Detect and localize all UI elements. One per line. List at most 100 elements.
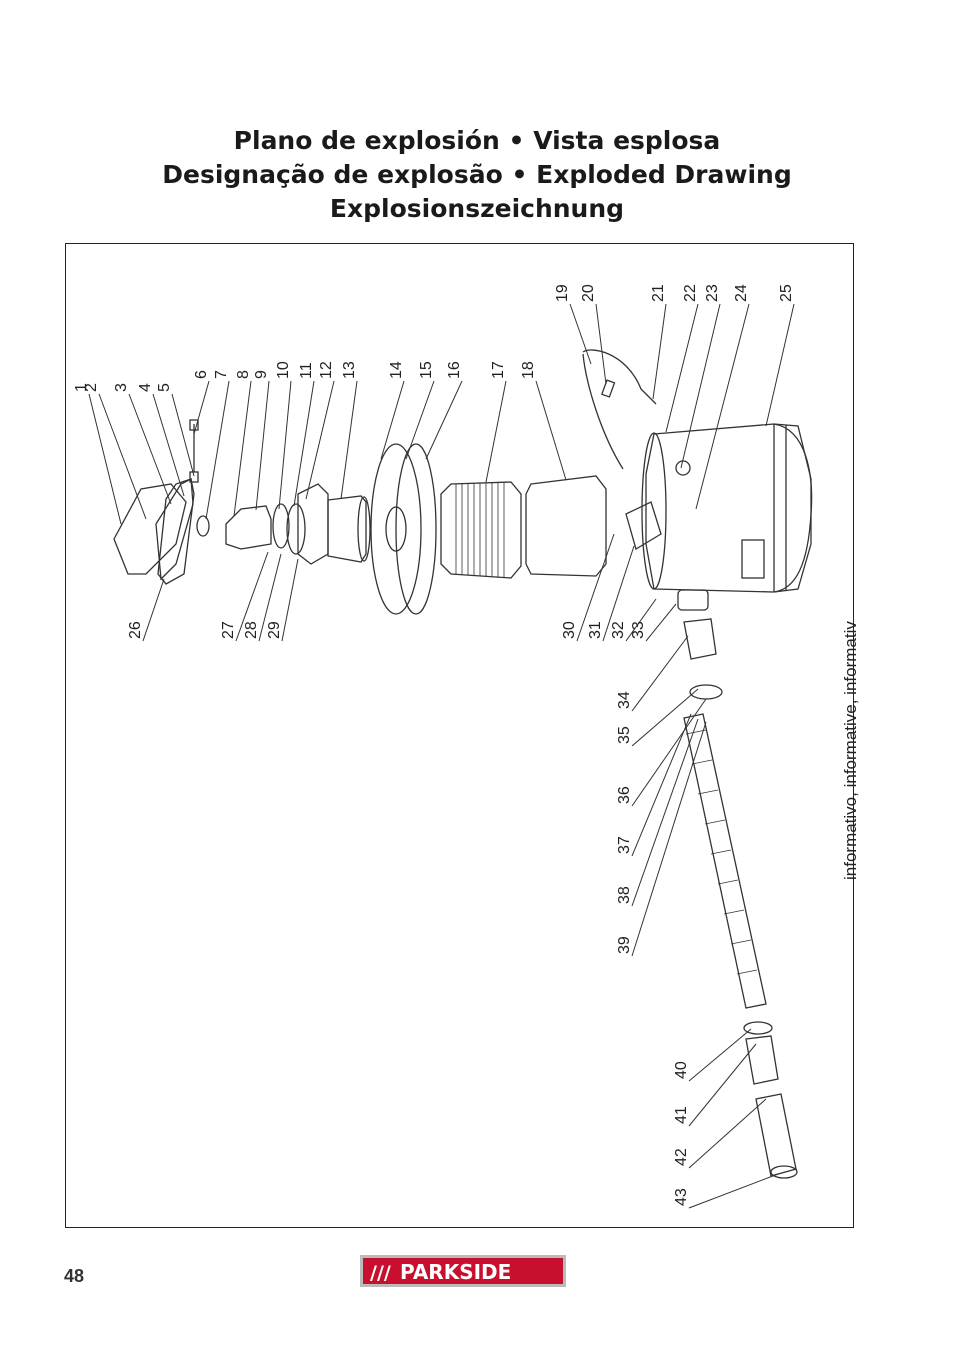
container-rim (641, 432, 667, 590)
callout-41: 41 (673, 1106, 690, 1124)
end-cuff (745, 1035, 779, 1085)
leader-line-9 (255, 380, 270, 511)
callout-13: 13 (341, 361, 358, 379)
page-title: Plano de explosión • Vista esplosa Desig… (0, 124, 954, 226)
callout-19: 19 (554, 284, 571, 302)
logo-brand: PARKSIDE (400, 1260, 511, 1284)
motor-head-end (357, 496, 371, 562)
motor-head (327, 495, 367, 563)
callout-40: 40 (673, 1061, 690, 1079)
hose-cuff (683, 618, 717, 660)
leader-line-3 (128, 393, 172, 505)
leader-line-26 (142, 578, 165, 642)
callout-10: 10 (275, 361, 292, 379)
container-knob (675, 460, 691, 476)
top-cover (157, 478, 195, 585)
logo-slashes: /// (370, 1262, 391, 1284)
callout-26: 26 (127, 621, 144, 639)
callout-34: 34 (616, 691, 633, 709)
leader-line-17 (485, 380, 507, 483)
callout-22: 22 (682, 284, 699, 302)
extension-tube (755, 1093, 797, 1177)
callout-18: 18 (520, 361, 537, 379)
leader-line-16 (425, 380, 463, 460)
end-ring (743, 1021, 773, 1035)
container-body (645, 423, 812, 593)
bail-handle (582, 349, 657, 405)
hose-connector (677, 589, 709, 611)
callout-27: 27 (220, 621, 237, 639)
leader-line-28 (258, 553, 282, 642)
motor-ring (272, 503, 290, 549)
callout-35: 35 (616, 726, 633, 744)
leader-line-7 (205, 380, 230, 520)
callout-28: 28 (243, 621, 260, 639)
leader-line-18 (535, 380, 567, 481)
hose-inlet (625, 501, 662, 550)
callout-43: 43 (673, 1188, 690, 1206)
callout-3: 3 (113, 383, 130, 392)
callout-15: 15 (418, 361, 435, 379)
callout-38: 38 (616, 886, 633, 904)
leader-line-35 (631, 688, 699, 747)
callout-36: 36 (616, 786, 633, 804)
callout-29: 29 (266, 621, 283, 639)
leader-line-22 (665, 303, 699, 433)
leader-line-37 (631, 713, 692, 857)
callout-1: 1 (73, 383, 90, 392)
bail-wire (582, 353, 624, 470)
callout-7: 7 (213, 370, 230, 379)
leader-line-4 (152, 393, 185, 497)
leader-line-30 (576, 533, 615, 642)
filter-bag (525, 475, 607, 577)
leader-line-32 (625, 598, 657, 642)
motor-housing (297, 483, 329, 565)
handle-grip (155, 477, 194, 581)
leader-line-33 (645, 603, 677, 642)
callout-23: 23 (704, 284, 721, 302)
container-label (741, 539, 765, 579)
parkside-logo: /// PARKSIDE (360, 1255, 566, 1287)
callout-5: 5 (156, 383, 173, 392)
leader-line-40 (688, 1028, 752, 1082)
title-line-2: Designação de explosão • Exploded Drawin… (162, 160, 792, 189)
leader-line-1 (88, 393, 122, 525)
filter-plate (370, 443, 422, 615)
leader-line-29 (281, 558, 299, 642)
title-line-1: Plano de explosión • Vista esplosa (233, 126, 721, 155)
leader-line-10 (278, 380, 292, 510)
callout-4: 4 (137, 383, 154, 392)
callout-30: 30 (561, 621, 578, 639)
leader-line-20 (595, 303, 607, 385)
callout-25: 25 (778, 284, 795, 302)
hose (683, 713, 767, 1009)
logo-background (363, 1258, 563, 1284)
callout-2: 2 (83, 383, 100, 392)
leader-line-31 (602, 545, 635, 642)
switch-part (189, 471, 199, 483)
callout-33: 33 (630, 621, 647, 639)
callout-20: 20 (580, 284, 597, 302)
leader-line-11 (293, 380, 315, 507)
container-bottom (773, 423, 813, 593)
callout-42: 42 (673, 1148, 690, 1166)
leader-line-2 (98, 393, 147, 520)
callout-21: 21 (650, 284, 667, 302)
cartridge-filter (440, 481, 522, 579)
leader-line-13 (340, 380, 358, 500)
title-line-3: Explosionszeichnung (329, 194, 625, 223)
leader-line-23 (680, 303, 721, 469)
page-number: 48 (64, 1266, 85, 1286)
callout-14: 14 (388, 361, 405, 379)
handle-part (113, 483, 187, 575)
leader-line-14 (380, 380, 405, 460)
informative-note: informativo, informative, informativ (841, 621, 860, 880)
leader-line-24 (695, 303, 750, 510)
leader-line-12 (305, 380, 335, 500)
tube-end (770, 1165, 798, 1179)
leader-line-34 (631, 635, 689, 712)
filter-seal (395, 443, 437, 615)
leader-line-38 (631, 718, 699, 907)
